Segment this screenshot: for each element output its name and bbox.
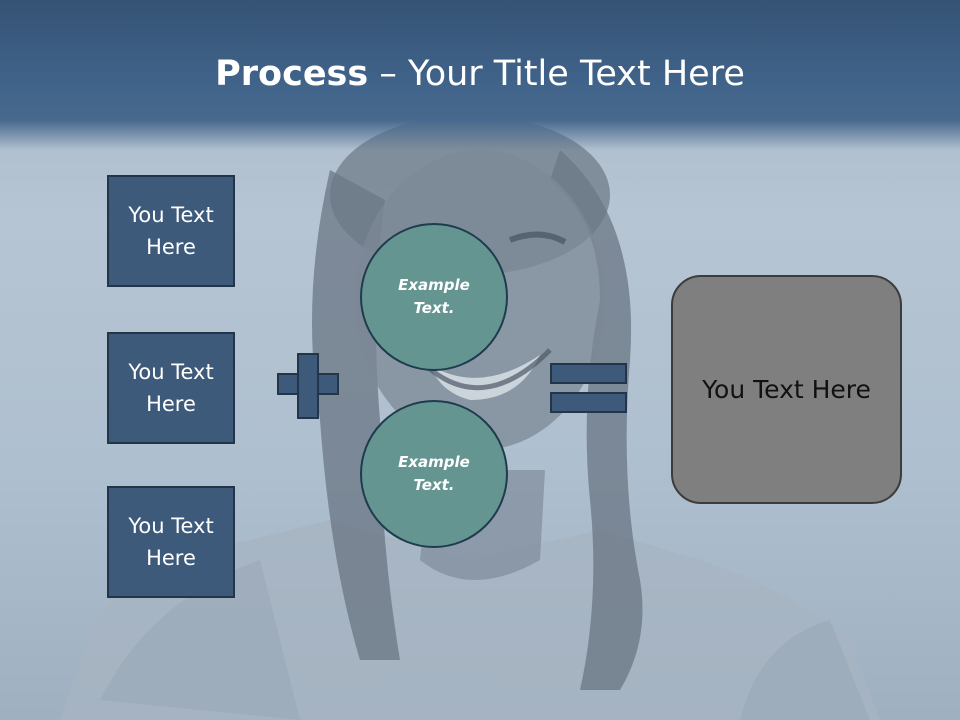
example-circle-2[interactable]: Example Text. xyxy=(360,400,508,548)
title-band xyxy=(0,0,960,150)
equals-icon-top xyxy=(550,363,627,384)
text-box-3[interactable]: You Text Here xyxy=(107,486,235,598)
text-box-2-label: You Text Here xyxy=(128,360,214,416)
result-box-label: You Text Here xyxy=(702,374,871,404)
example-circle-1[interactable]: Example Text. xyxy=(360,223,508,371)
equals-icon-bottom xyxy=(550,392,627,413)
title-bold: Process xyxy=(215,54,369,94)
example-circle-1-label: Example Text. xyxy=(398,276,470,317)
example-circle-2-label: Example Text. xyxy=(398,453,470,494)
result-box[interactable]: You Text Here xyxy=(671,275,902,504)
slide-title[interactable]: Process – Your Title Text Here xyxy=(0,52,960,96)
text-box-1[interactable]: You Text Here xyxy=(107,175,235,287)
title-rest: – Your Title Text Here xyxy=(368,54,745,94)
text-box-1-label: You Text Here xyxy=(128,203,214,259)
text-box-3-label: You Text Here xyxy=(128,514,214,570)
plus-icon-center xyxy=(299,375,317,393)
text-box-2[interactable]: You Text Here xyxy=(107,332,235,444)
